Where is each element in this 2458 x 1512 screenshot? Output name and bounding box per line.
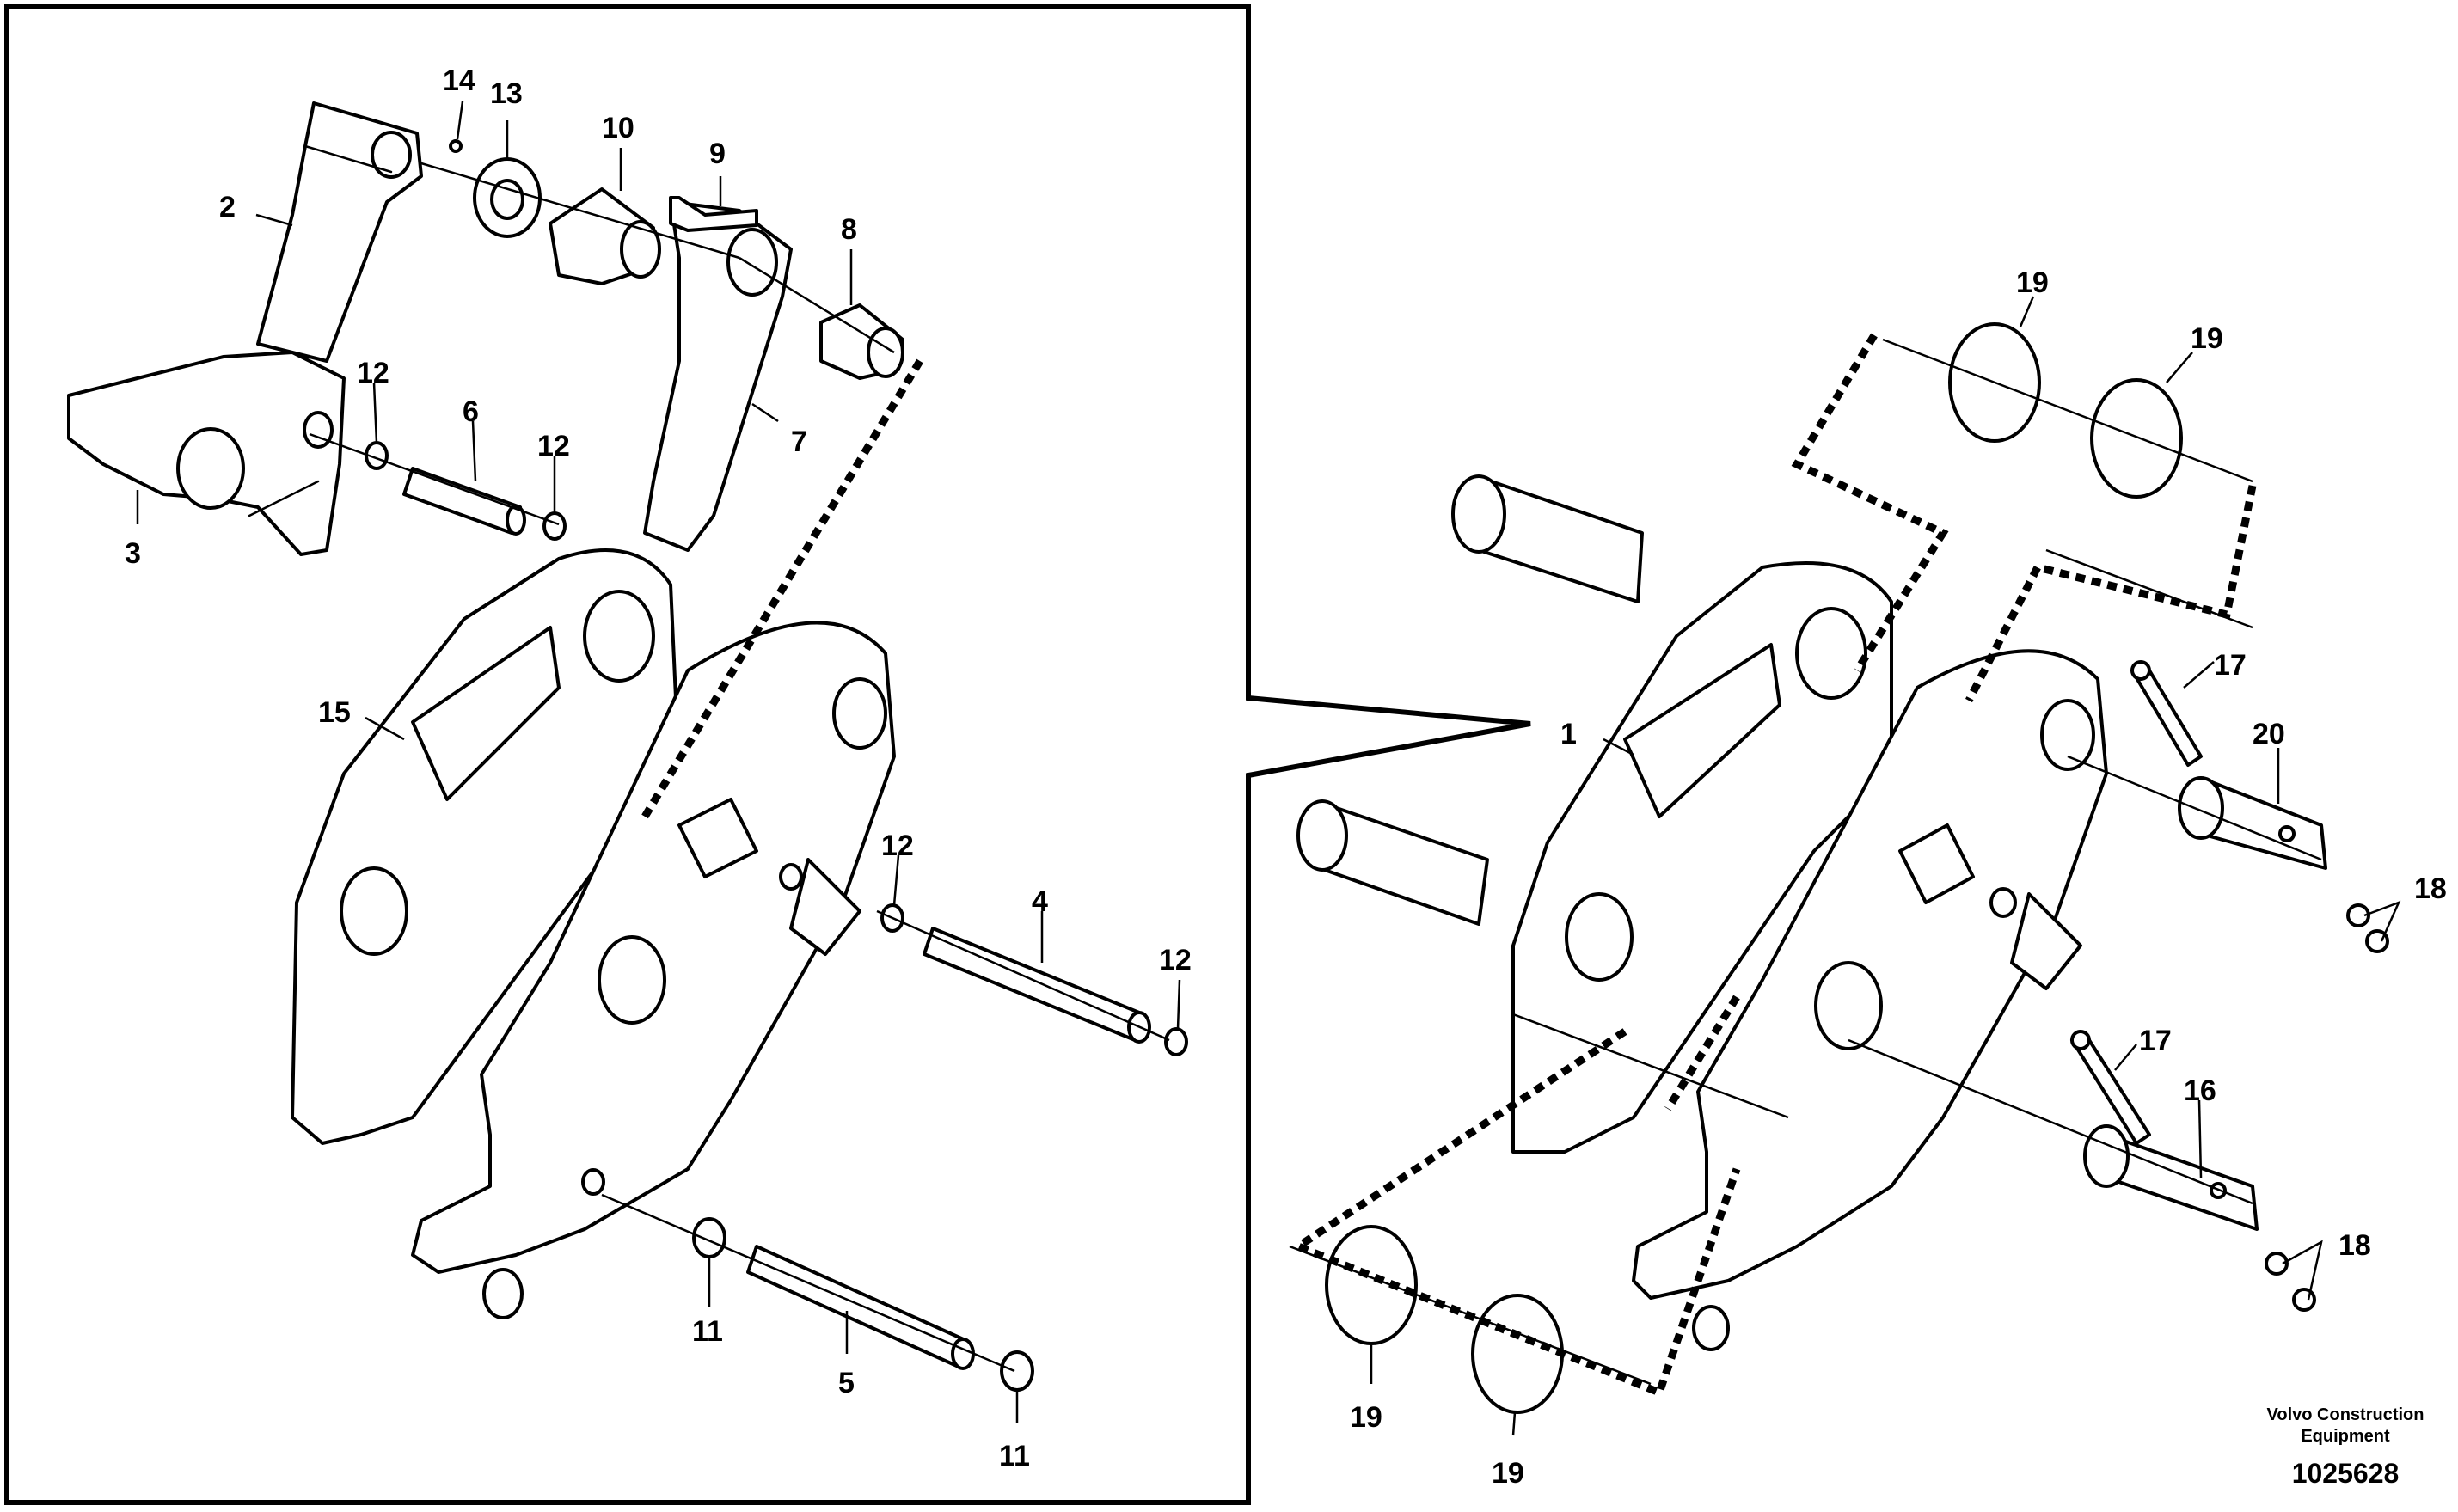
part-13-washer — [473, 157, 542, 238]
assembly-upper-pin — [1451, 474, 1644, 603]
callout-14: 14 — [443, 64, 475, 97]
coupler-side-plate — [411, 621, 896, 1319]
part-10-bushing — [549, 187, 661, 285]
part-19-seal-d — [1471, 1294, 1564, 1414]
part-9-latch — [669, 196, 758, 232]
callout-6: 6 — [463, 395, 479, 428]
part-1-coupler — [1511, 561, 2108, 1351]
callout-8: 8 — [841, 213, 857, 246]
callout-12-a: 12 — [357, 357, 389, 389]
callout-17-a: 17 — [2214, 649, 2247, 682]
part-11-ring-b — [1000, 1350, 1034, 1392]
callout-19-a: 19 — [2016, 266, 2049, 299]
part-5-pin — [746, 1245, 975, 1370]
part-11-ring-a — [692, 1217, 726, 1258]
callout-12-b: 12 — [537, 430, 570, 462]
part-12-ring-b — [542, 511, 567, 541]
detail-frame — [4, 4, 1531, 1505]
part-6-pin — [402, 467, 526, 536]
callout-9: 9 — [709, 138, 726, 170]
callout-12-c: 12 — [881, 829, 914, 862]
part-3-bracket — [67, 351, 346, 556]
callout-11-b: 11 — [999, 1440, 1030, 1472]
part-15-frame — [291, 548, 681, 1145]
callout-16: 16 — [2184, 1074, 2216, 1107]
callout-18-a: 18 — [2414, 872, 2447, 905]
callout-12-d: 12 — [1159, 944, 1192, 976]
callout-18-b: 18 — [2338, 1229, 2371, 1262]
callout-19-c: 19 — [1350, 1401, 1382, 1434]
part-18-nut-a — [2346, 903, 2370, 927]
drawing-number: 1025628 — [2292, 1458, 2400, 1489]
callout-19-b: 19 — [2191, 322, 2223, 355]
part-17-bolt-a — [2130, 660, 2203, 767]
callout-17-b: 17 — [2139, 1025, 2172, 1057]
part-2-lever — [256, 101, 423, 363]
part-19-seal-c — [1325, 1225, 1418, 1345]
part-19-seal-b — [2090, 378, 2183, 499]
assembly-middle-pin — [1296, 799, 1489, 926]
callout-15: 15 — [318, 696, 351, 729]
callout-4: 4 — [1032, 885, 1048, 918]
part-18-nut-b — [2365, 929, 2389, 953]
right-assembly-view — [1289, 322, 2389, 1414]
callout-10: 10 — [602, 112, 634, 144]
callout-2: 2 — [219, 191, 236, 223]
part-20-pin — [2178, 776, 2327, 870]
part-7-lever — [643, 200, 793, 552]
credit-line-1: Volvo Construction — [2267, 1405, 2424, 1424]
part-12-ring-d — [1164, 1027, 1188, 1056]
credit-line-2: Equipment — [2301, 1427, 2390, 1446]
part-18-nut-c — [2265, 1252, 2289, 1276]
part-18-nut-d — [2292, 1288, 2316, 1312]
left-exploded-view — [67, 101, 1188, 1392]
callout-11-a: 11 — [692, 1315, 723, 1348]
callout-1: 1 — [1560, 718, 1577, 750]
callout-7: 7 — [791, 425, 807, 458]
callout-3: 3 — [125, 537, 141, 570]
callout-20: 20 — [2253, 718, 2285, 750]
callout-labels: 2 3 13 14 10 9 8 7 12 6 12 15 12 4 12 11 — [125, 64, 2447, 1490]
part-4-pin — [923, 927, 1151, 1044]
part-8-sleeve — [819, 303, 904, 380]
part-16-pin — [2083, 1124, 2259, 1231]
callout-5: 5 — [838, 1367, 855, 1399]
part-17-bolt-b — [2070, 1030, 2151, 1145]
callout-13: 13 — [490, 77, 523, 110]
part-14-screw — [449, 139, 463, 153]
callout-19-d: 19 — [1492, 1457, 1524, 1490]
footer: Volvo Construction Equipment 1025628 — [2267, 1405, 2424, 1489]
